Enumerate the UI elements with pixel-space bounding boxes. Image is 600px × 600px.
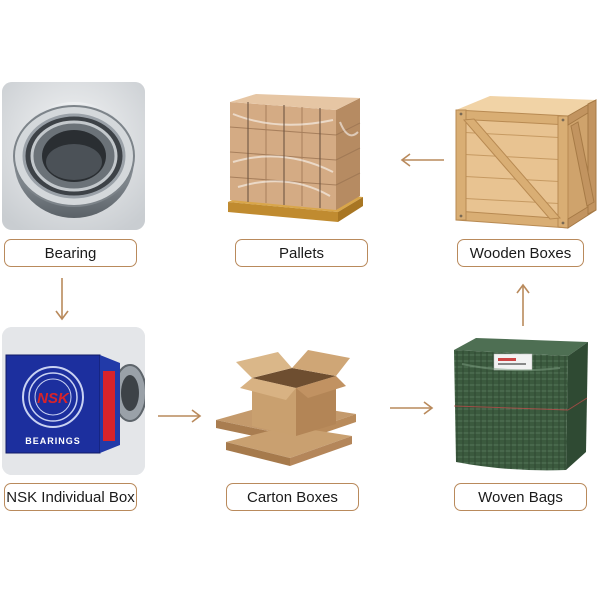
arrow-right-icon [390,401,434,415]
wooden-box-image [450,92,600,234]
step-label-wooden-boxes: Wooden Boxes [457,239,584,267]
step-label-carton-boxes: Carton Boxes [226,483,359,511]
nsk-box-image: NSK BEARINGS [2,327,145,475]
arrow-up-icon [516,283,530,326]
woven-bag-image [448,334,592,474]
step-label-woven-bags: Woven Bags [454,483,587,511]
arrow-right-icon [158,409,202,423]
nsk-product-text: BEARINGS [25,436,81,446]
step-label-bearing: Bearing [4,239,137,267]
carton-boxes-image [212,338,358,474]
pallets-image [218,92,368,230]
step-label-nsk-individual-box: NSK Individual Box [4,483,137,511]
arrow-left-icon [400,153,444,167]
nsk-brand-text: NSK [37,390,69,407]
bearing-image [2,82,145,230]
arrow-down-icon [55,278,69,321]
step-label-pallets: Pallets [235,239,368,267]
